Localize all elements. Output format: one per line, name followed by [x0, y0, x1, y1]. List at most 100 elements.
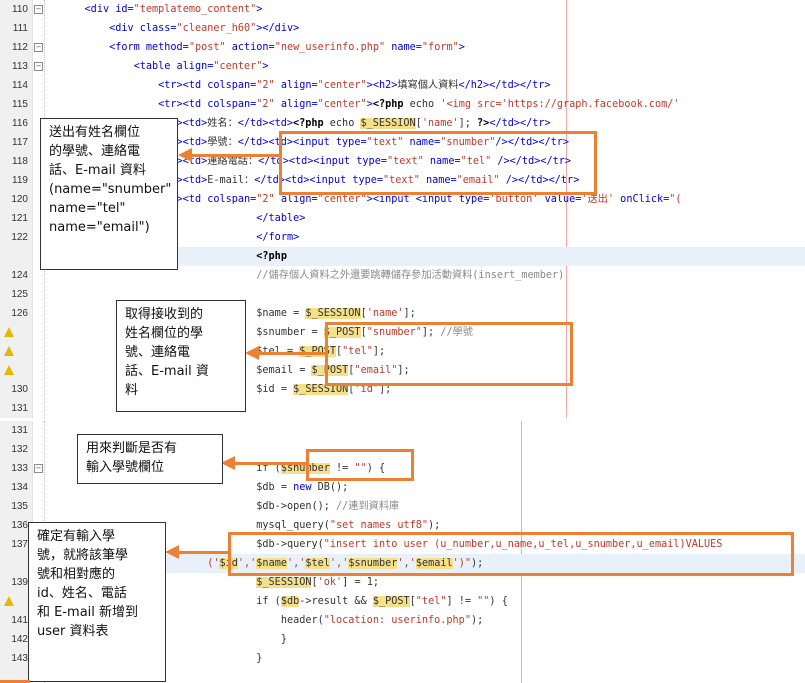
line-number: 137 [11, 539, 28, 550]
code-text: $tel = $_POST["tel"]; [60, 342, 385, 361]
corner-mark [0, 680, 30, 683]
code-text: <form method="post" action="new_userinfo… [109, 42, 465, 53]
code-line[interactable]: 139 $_SESSION['ok'] = 1; [0, 573, 805, 592]
code-line[interactable]: 131 [0, 399, 805, 418]
code-line[interactable]: 141 header("location: userinfo.php"); [0, 611, 805, 630]
code-text: $db->open(); //連到資料庫 [256, 501, 400, 512]
line-number: 115 [12, 99, 28, 110]
code-line[interactable]: 137 $db->query("insert into user (u_numb… [0, 535, 805, 554]
line-number: 142 [11, 634, 28, 645]
code-line[interactable]: 110− <div id="templatemo_content"> [0, 0, 805, 19]
line-number: 111 [12, 23, 28, 34]
code-text: <div id="templatemo_content"> [84, 4, 263, 15]
arrow-2 [245, 346, 325, 360]
warning-icon[interactable] [4, 365, 14, 375]
code-text: $name = $_SESSION['name']; [256, 308, 416, 319]
code-text: $id = $_SESSION['id']; [256, 384, 392, 395]
code-line[interactable]: 130 $id = $_SESSION['id']; [0, 380, 805, 399]
line-number: 143 [11, 653, 28, 664]
line-number: 132 [11, 444, 28, 455]
code-line[interactable]: if ($db->result && $_POST["tel"] != "") … [0, 592, 805, 611]
code-line[interactable]: 124 //儲存個人資料之外還要跳轉儲存參加活動資料(insert_member… [0, 266, 805, 285]
code-text: mysql_query("set names utf8"); [256, 520, 441, 531]
arrow-4 [165, 545, 228, 559]
code-line[interactable]: 132 [0, 440, 805, 459]
code-text: if ($snumber != "") { [256, 463, 386, 474]
if-condition-highlight [306, 449, 414, 481]
line-number: 135 [11, 501, 28, 512]
code-text: </form> [256, 232, 300, 243]
code-line[interactable]: 135 $db->open(); //連到資料庫 [0, 497, 805, 516]
code-line[interactable]: 117 <tr><td>學號：</td><td><input type="tex… [0, 133, 805, 152]
code-line[interactable]: 112− <form method="post" action="new_use… [0, 38, 805, 57]
line-number: 125 [11, 289, 28, 300]
line-number: 141 [11, 615, 28, 626]
code-line[interactable]: $tel = $_POST["tel"]; [0, 342, 805, 361]
code-line[interactable]: $snumber = $_POST["snumber"]; //學號 [0, 323, 805, 342]
callout-form-fields: 送出有姓名欄位 的學號、連絡電 話、E-mail 資料 (name="snumb… [40, 118, 178, 270]
code-line[interactable]: 111 <div class="cleaner_h60"></div> [0, 19, 805, 38]
line-number: 118 [12, 156, 28, 167]
warning-icon[interactable] [4, 346, 14, 356]
code-text: //儲存個人資料之外還要跳轉儲存參加活動資料(insert_member) [256, 270, 565, 281]
callout-insert: 確定有輸入學 號，就將該筆學 號和相對應的 id、姓名、電話 和 E-mail … [28, 522, 166, 682]
callout-post-vars: 取得接收到的 姓名欄位的學 號、連絡電 話、E-mail 資 料 [116, 300, 246, 412]
line-number: 113 [12, 61, 28, 72]
code-text: } [256, 653, 263, 664]
code-line[interactable]: 120 <tr><td colspan="2" align="center"><… [0, 190, 805, 209]
code-text: $db = new DB(); [256, 482, 349, 493]
line-number: 136 [11, 520, 28, 531]
line-number: 121 [11, 213, 28, 224]
line-number: 134 [11, 482, 28, 493]
line-number: 112 [12, 42, 28, 53]
panel-divider [0, 418, 805, 421]
code-line[interactable]: 119 <tr><td>E-mail：</td><td><input type=… [0, 171, 805, 190]
code-text: <tr><td>姓名：</td><td><?php echo $_SESSION… [158, 118, 551, 129]
fold-toggle-icon[interactable]: − [34, 43, 43, 52]
fold-toggle-icon[interactable]: − [34, 5, 43, 14]
callout-if-check: 用來判斷是否有 輸入學號欄位 [77, 434, 223, 484]
code-line[interactable]: 134 $db = new DB(); [0, 478, 805, 497]
warning-icon[interactable] [4, 327, 14, 337]
code-text: <tr><td>學號：</td><td><input type="text" n… [158, 137, 570, 148]
code-text: <div class="cleaner_h60"></div> [109, 23, 300, 34]
code-line[interactable]: 133− if ($snumber != "") { [0, 459, 805, 478]
warning-icon[interactable] [4, 596, 14, 606]
line-number: 120 [11, 194, 28, 205]
line-number: 119 [12, 175, 28, 186]
code-text: $db->query("insert into user (u_number,u… [256, 539, 723, 550]
code-line[interactable]: 116 <tr><td>姓名：</td><td><?php echo $_SES… [0, 114, 805, 133]
fold-toggle-icon[interactable]: − [34, 62, 43, 71]
code-line[interactable]: 143 } [0, 649, 805, 668]
code-text: <tr><td colspan="2" align="center"><h2>填… [158, 80, 551, 91]
code-line[interactable]: 121 </table> [0, 209, 805, 228]
code-line[interactable]: 113− <table align="center"> [0, 57, 805, 76]
code-line[interactable]: 114 <tr><td colspan="2" align="center"><… [0, 76, 805, 95]
code-text: <tr><td colspan="2" align="center"><?php… [158, 99, 680, 110]
code-line[interactable]: 138 ('$id','$name','$tel','$snumber','$e… [45, 554, 805, 573]
code-line[interactable]: 122 </form> [0, 228, 805, 247]
code-line[interactable]: 136 mysql_query("set names utf8"); [0, 516, 805, 535]
code-line[interactable]: 126 $name = $_SESSION['name']; [0, 304, 805, 323]
post-vars-highlight [325, 322, 573, 386]
code-line[interactable]: 115 <tr><td colspan="2" align="center"><… [0, 95, 805, 114]
code-text: <tr><td colspan="2" align="center"><inpu… [158, 194, 682, 205]
fold-toggle-icon[interactable]: − [34, 464, 43, 473]
arrow-1 [178, 148, 279, 162]
code-text: <table align="center"> [133, 61, 269, 72]
code-line[interactable]: 131 [0, 421, 805, 440]
line-number: 110 [12, 4, 28, 15]
code-text: } [280, 634, 287, 645]
line-number: 131 [11, 403, 28, 414]
line-number: 114 [12, 80, 28, 91]
code-text: <?php [256, 251, 287, 262]
code-text: header("location: userinfo.php"); [280, 615, 484, 626]
form-inputs-highlight [279, 131, 597, 195]
line-number: 139 [11, 577, 28, 588]
line-number: 133 [11, 463, 28, 474]
code-line[interactable]: 125 [0, 285, 805, 304]
code-text: </table> [256, 213, 306, 224]
code-line[interactable]: $email = $_POST["email"]; [0, 361, 805, 380]
code-line[interactable]: 142 } [0, 630, 805, 649]
line-number: 130 [11, 384, 28, 395]
